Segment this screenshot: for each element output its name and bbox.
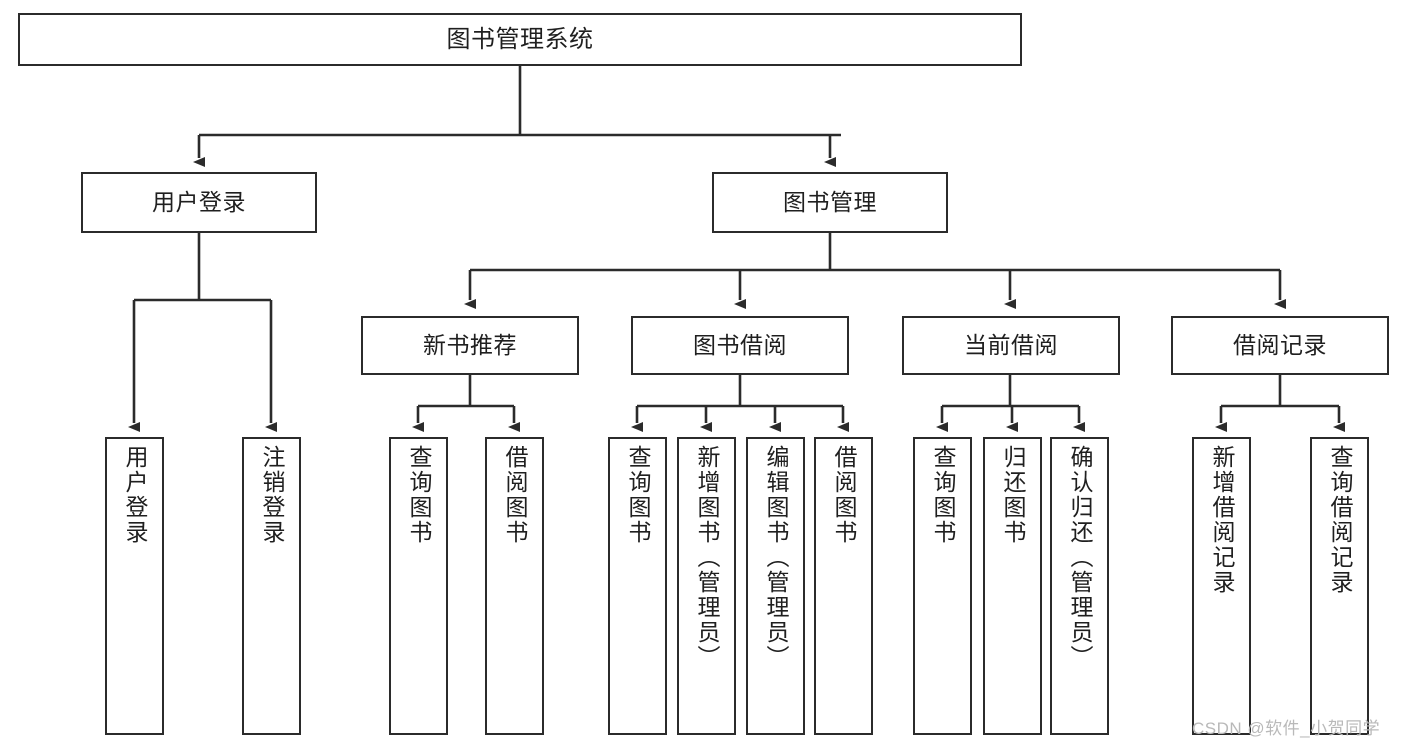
- node-leaf-new-query-book[interactable]: 查询图书: [389, 437, 448, 735]
- node-leaf-user-logout[interactable]: 注销登录: [242, 437, 301, 735]
- node-label: 新增借阅记录: [1209, 445, 1235, 595]
- node-label: 查询借阅记录: [1327, 445, 1353, 595]
- node-leaf-borrow-borrow-book[interactable]: 借阅图书: [814, 437, 873, 735]
- node-label: 归还图书: [1000, 445, 1026, 545]
- node-book-borrowing[interactable]: 图书借阅: [631, 316, 849, 375]
- node-leaf-record-query[interactable]: 查询借阅记录: [1310, 437, 1369, 735]
- node-leaf-current-query-book[interactable]: 查询图书: [913, 437, 972, 735]
- node-label: 图书借阅: [693, 332, 787, 359]
- node-label: 查询图书: [930, 445, 956, 545]
- csdn-watermark: CSDN @软件_小贺同学: [1192, 719, 1381, 738]
- node-leaf-current-confirm-return[interactable]: 确认归还（管理员）: [1050, 437, 1109, 735]
- edge-group-root: [193, 66, 841, 167]
- edge-group-book-manage: [464, 233, 1286, 309]
- node-label: 查询图书: [406, 445, 432, 545]
- node-user-login[interactable]: 用户登录: [81, 172, 317, 233]
- node-current-borrowing[interactable]: 当前借阅: [902, 316, 1120, 375]
- node-leaf-record-add[interactable]: 新增借阅记录: [1192, 437, 1251, 735]
- node-leaf-current-return-book[interactable]: 归还图书: [983, 437, 1042, 735]
- node-leaf-borrow-query-book[interactable]: 查询图书: [608, 437, 667, 735]
- node-root-system[interactable]: 图书管理系统: [18, 13, 1022, 66]
- edge-group-current-borrow: [936, 375, 1085, 432]
- edge-group-user-login: [128, 233, 277, 432]
- node-label: 新增图书（管理员）: [694, 445, 720, 670]
- edge-group-new-books: [412, 375, 520, 432]
- node-label: 新书推荐: [423, 332, 517, 359]
- node-new-book-recommend[interactable]: 新书推荐: [361, 316, 579, 375]
- node-leaf-user-login[interactable]: 用户登录: [105, 437, 164, 735]
- node-label: 图书管理系统: [446, 25, 594, 53]
- node-book-management[interactable]: 图书管理: [712, 172, 948, 233]
- node-label: 用户登录: [152, 189, 246, 216]
- node-leaf-new-borrow-book[interactable]: 借阅图书: [485, 437, 544, 735]
- node-leaf-borrow-edit-book[interactable]: 编辑图书（管理员）: [746, 437, 805, 735]
- node-leaf-borrow-add-book[interactable]: 新增图书（管理员）: [677, 437, 736, 735]
- node-label: 用户登录: [122, 445, 148, 545]
- node-label: 确认归还（管理员）: [1067, 445, 1093, 670]
- node-borrow-records[interactable]: 借阅记录: [1171, 316, 1389, 375]
- edge-group-book-borrow: [631, 375, 849, 432]
- node-label: 当前借阅: [964, 332, 1058, 359]
- node-label: 注销登录: [259, 445, 285, 545]
- node-label: 编辑图书（管理员）: [763, 445, 789, 670]
- node-label: 借阅记录: [1233, 332, 1327, 359]
- node-label: 借阅图书: [502, 445, 528, 545]
- node-label: 查询图书: [625, 445, 651, 545]
- node-label: 图书管理: [783, 189, 877, 216]
- edge-group-borrow-record: [1215, 375, 1345, 432]
- node-label: 借阅图书: [831, 445, 857, 545]
